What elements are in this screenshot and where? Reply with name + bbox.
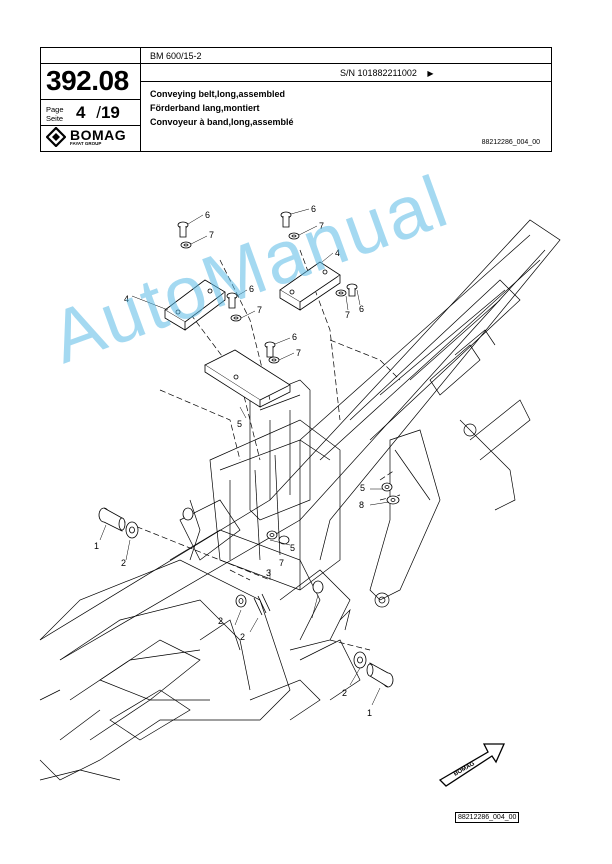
document-id: 88212286_004_00 (481, 139, 540, 146)
washer-2a (125, 521, 139, 539)
page-separator: / (96, 103, 101, 122)
callout-4: 4 (335, 248, 340, 258)
header-divider-model (140, 63, 552, 64)
callout-2: 2 (342, 688, 347, 698)
callout-7: 7 (279, 558, 284, 568)
header-divider-left-top (40, 63, 140, 64)
washer-2e (312, 580, 324, 594)
callout-4: 4 (124, 294, 129, 304)
washer-2c (235, 594, 247, 608)
page-total: 19 (100, 103, 120, 122)
washer-7a (180, 241, 192, 249)
serial-number: S/N 101882211002 ▶ (340, 68, 434, 78)
title-french: Convoyeur à band,long,assemblé (150, 117, 294, 127)
direction-arrow: BOMAG (438, 743, 506, 787)
callout-2: 2 (240, 632, 245, 642)
washer-5b (381, 482, 393, 492)
callout-1: 1 (94, 541, 99, 551)
callout-7: 7 (296, 348, 301, 358)
serial-text: S/N 101882211002 (340, 68, 417, 78)
page-label-en: Page (46, 105, 64, 114)
washer-2d (182, 507, 194, 521)
page-current: 4 (76, 103, 86, 122)
washer-7b (288, 232, 300, 240)
bolt-6d (264, 341, 276, 358)
plate-part-5 (204, 349, 291, 408)
page-label-de: Seite (46, 114, 64, 123)
arrow-outline-icon (438, 743, 506, 787)
washer-5c (278, 535, 290, 545)
page-label: Page Seite (46, 105, 64, 123)
bracket-part-4-right (279, 261, 341, 311)
pin-1a (98, 507, 126, 532)
assembly-titles: Conveying belt,long,assembled Förderband… (150, 87, 294, 129)
bolt-6e (346, 283, 358, 297)
bomag-diamond-icon (46, 127, 66, 147)
washer-5a (266, 530, 278, 540)
washer-7e (335, 289, 347, 297)
leader-lines (99, 208, 390, 706)
callout-7: 7 (319, 221, 324, 231)
callout-5: 5 (360, 483, 365, 493)
callout-2: 2 (121, 558, 126, 568)
pin-1b (366, 662, 394, 688)
exploded-parts-drawing: 6 7 6 7 4 4 6 7 6 7 7 6 5 5 5 8 1 2 3 7 … (39, 204, 561, 787)
callout-7: 7 (345, 310, 350, 320)
header-divider-left-mid (40, 99, 140, 100)
header-divider-serial (140, 81, 552, 82)
callout-2: 2 (218, 616, 223, 626)
callout-6: 6 (292, 332, 297, 342)
header-block: 392.08 Page Seite 4 /19 BOMAG FAYAT GROU… (40, 47, 552, 152)
machine-model: BM 600/15-2 (150, 51, 202, 61)
title-german: Förderband lang,montiert (150, 103, 260, 113)
bolt-6b (280, 211, 292, 228)
washer-2b (353, 651, 367, 669)
clip-3 (253, 593, 271, 616)
pins-and-washers (98, 507, 394, 688)
callout-6: 6 (249, 284, 254, 294)
title-english: Conveying belt,long,assembled (150, 89, 286, 99)
callout-5: 5 (290, 543, 295, 553)
frame-linework (39, 219, 561, 781)
callout-6: 6 (205, 210, 210, 220)
logo-text: BOMAG (70, 127, 127, 143)
callout-6: 6 (359, 304, 364, 314)
header-divider-left-bottom (40, 125, 140, 126)
callout-7: 7 (257, 305, 262, 315)
group-number: 392.08 (46, 65, 129, 96)
callout-3: 3 (266, 568, 271, 578)
bracket-part-4-left (164, 279, 226, 331)
page-number: 4 /19 (76, 103, 120, 123)
callout-6: 6 (311, 204, 316, 214)
drawing-id: 88212286_004_00 (455, 812, 520, 823)
callout-1: 1 (367, 708, 372, 718)
nut-8 (386, 495, 400, 505)
callout-8: 8 (359, 500, 364, 510)
bomag-logo: BOMAG FAYAT GROUP (46, 127, 138, 149)
logo-subtext: FAYAT GROUP (70, 141, 102, 146)
header-divider-vertical (140, 47, 141, 152)
serial-arrow-icon: ▶ (427, 69, 434, 78)
callout-5: 5 (237, 419, 242, 429)
bolt-6a (177, 221, 189, 238)
callout-7: 7 (209, 230, 214, 240)
washer-7d (268, 356, 280, 364)
